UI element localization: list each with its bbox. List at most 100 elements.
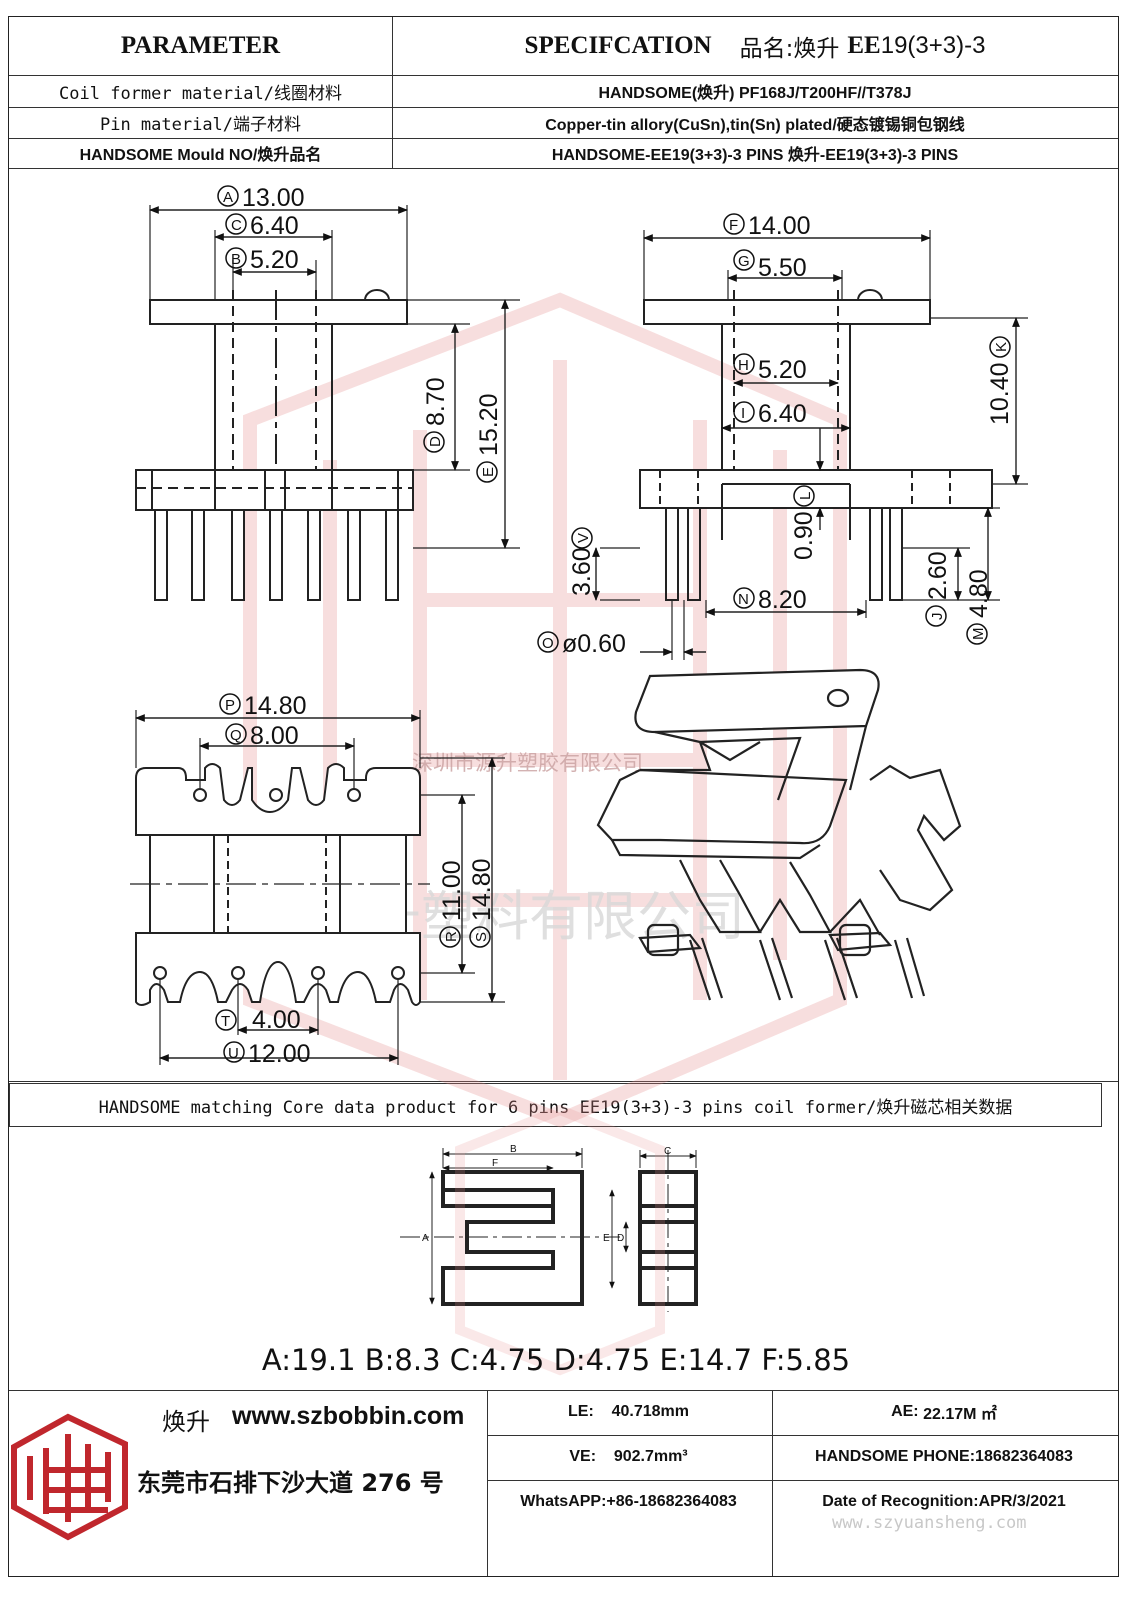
svg-text:4.80: 4.80 — [965, 569, 993, 618]
svg-text:10.40: 10.40 — [986, 362, 1014, 425]
dim-L: 0.90 L — [790, 485, 818, 560]
svg-text:8.70: 8.70 — [422, 377, 450, 426]
svg-text:14.80: 14.80 — [244, 692, 307, 720]
dim-U: U 12.00 — [223, 1040, 311, 1068]
dim-B: B 5.20 — [225, 246, 299, 274]
product-name-label: 品名: — [739, 36, 794, 62]
svg-text:8.00: 8.00 — [250, 722, 299, 750]
svg-text:14.00: 14.00 — [748, 212, 811, 240]
svg-text:E: E — [480, 467, 497, 477]
svg-text:V: V — [575, 533, 592, 543]
dim-N: N 8.20 — [733, 586, 807, 614]
svg-text:C: C — [231, 217, 242, 234]
svg-text:14.80: 14.80 — [468, 858, 496, 921]
svg-text:O: O — [542, 635, 554, 652]
dim-F: F 14.00 — [723, 212, 811, 240]
svg-text:5.20: 5.20 — [250, 246, 299, 274]
svg-text:S: S — [473, 932, 490, 942]
value-pin-material: Copper-tin allory(CuSn),tin(Sn) plated/硬… — [545, 116, 965, 134]
footer-website[interactable]: www.szbobbin.com — [232, 1402, 465, 1430]
dim-T: T 4.00 — [215, 1006, 301, 1034]
dim-V: 3.60 V — [568, 527, 596, 596]
value-coil-material: HANDSOME(焕升) PF168J/T200HF//T378J — [598, 85, 912, 102]
le-cell: LE: 40.718mm — [486, 1389, 771, 1434]
ae-cell: AE: 22.17M ㎡ — [771, 1389, 1117, 1434]
svg-text:I: I — [741, 405, 745, 422]
svg-text:T: T — [221, 1013, 230, 1030]
phone-cell: HANDSOME PHONE:18682364083 — [815, 1447, 1073, 1465]
watermark-company-small: 深圳市源升塑胶有限公司 — [412, 751, 643, 775]
ve-value: 902.7mm³ — [613, 1447, 688, 1465]
param-mould-no: HANDSOME Mould NO/焕升品名 — [79, 147, 322, 164]
dim-M: M 4.80 — [965, 569, 993, 645]
product-model-bold: EE — [847, 32, 881, 59]
svg-text:J: J — [929, 613, 946, 621]
svg-text:6.40: 6.40 — [758, 400, 807, 428]
dim-I: I 6.40 — [733, 400, 807, 428]
dim-C: C 6.40 — [225, 212, 299, 240]
dim-G: G 5.50 — [733, 249, 807, 282]
svg-text:F: F — [492, 1158, 498, 1169]
specification-heading: SPECIFCATION 品名: 焕升 EE 19(3+3)-3 — [392, 17, 1118, 75]
svg-text:N: N — [738, 591, 749, 608]
footer-brand: 焕升 — [162, 1408, 210, 1436]
svg-text:D: D — [617, 1233, 624, 1244]
svg-text:6.40: 6.40 — [250, 212, 299, 240]
core-watermark — [455, 1104, 665, 1376]
spec-sheet: PARAMETER SPECIFCATION 品名: 焕升 EE 19(3+3)… — [8, 16, 1119, 1577]
whatsapp-cell: WhatsAPP:+86-18682364083 — [520, 1492, 737, 1510]
svg-text:ø0.60: ø0.60 — [562, 630, 626, 658]
dim-E: E 15.20 — [475, 393, 503, 483]
svg-text:5.50: 5.50 — [758, 254, 807, 282]
dim-R: R11.00 — [438, 860, 466, 948]
core-values: A:19.1 B:8.3 C:4.75 D:4.75 E:14.7 F:5.85 — [262, 1343, 850, 1377]
svg-text:15.20: 15.20 — [475, 393, 503, 456]
dim-S: S 14.80 — [468, 858, 496, 948]
spec-title: SPECIFCATION — [524, 32, 712, 59]
svg-text:3.60: 3.60 — [568, 547, 596, 596]
svg-text:5.20: 5.20 — [758, 356, 807, 384]
svg-text:U: U — [228, 1045, 239, 1062]
core-letter-labels: B F A C E D — [422, 1144, 671, 1244]
svg-text:H: H — [738, 357, 749, 374]
svg-text:K: K — [993, 342, 1010, 352]
svg-text:E: E — [603, 1233, 610, 1244]
svg-text:8.20: 8.20 — [758, 586, 807, 614]
footer-address: 东莞市石排下沙大道 276 号 — [137, 1469, 444, 1497]
parameter-heading: PARAMETER — [120, 32, 281, 59]
ve-label: VE: — [569, 1447, 597, 1465]
svg-text:G: G — [738, 253, 750, 270]
top-view — [130, 710, 505, 1065]
watermark-website: www.szyuansheng.com — [832, 1513, 1027, 1533]
le-label: LE: — [568, 1402, 594, 1420]
svg-text:12.00: 12.00 — [248, 1040, 311, 1068]
core-drawing — [400, 1148, 698, 1312]
core-section-title: HANDSOME matching Core data product for … — [98, 1097, 1013, 1118]
svg-text:0.90: 0.90 — [790, 511, 818, 560]
dim-H: H 5.20 — [733, 353, 807, 384]
handsome-logo — [11, 1413, 128, 1541]
isometric-view — [596, 668, 962, 1001]
core-section-bar — [9, 1083, 1102, 1127]
svg-text:B: B — [510, 1144, 517, 1155]
side-view — [592, 230, 1028, 660]
svg-text:F: F — [729, 217, 738, 234]
svg-text:M: M — [970, 628, 987, 641]
product-model-rest: 19(3+3)-3 — [880, 32, 986, 59]
svg-text:4.00: 4.00 — [252, 1006, 301, 1034]
ve-cell: VE: 902.7mm³ — [486, 1434, 771, 1479]
svg-text:L: L — [797, 492, 814, 500]
svg-text:C: C — [664, 1146, 671, 1157]
le-value: 40.718mm — [611, 1402, 689, 1420]
svg-text:A: A — [223, 189, 233, 206]
date-cell: Date of Recognition:APR/3/2021 — [822, 1492, 1066, 1510]
svg-text:B: B — [231, 251, 241, 268]
dim-K: 10.40 K — [986, 336, 1014, 425]
product-name-cn: 焕升 — [793, 36, 840, 62]
param-pin-material: Pin material/端子材料 — [99, 115, 302, 135]
